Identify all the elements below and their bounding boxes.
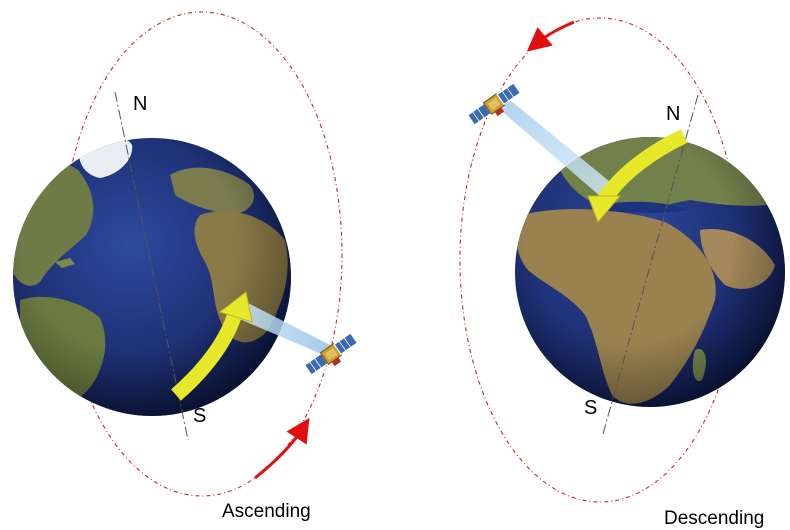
- descending-sensor-beam: [498, 100, 615, 196]
- ascending-satellite-icon: [303, 332, 359, 376]
- ascending-orbit-path: [61, 11, 343, 497]
- descending-earth: [515, 137, 785, 407]
- ascending-caption: Ascending: [222, 501, 311, 522]
- descending-direction-arrow: [526, 20, 575, 52]
- ascending-earth-axis: [114, 91, 189, 441]
- descending-panel: N S Descending: [459, 17, 785, 529]
- ascending-ground-track-arrow: [171, 291, 253, 401]
- descending-south-label: S: [584, 397, 597, 419]
- ascending-direction-arrow: [254, 417, 310, 480]
- ascending-panel: N S Ascending: [13, 11, 359, 522]
- ascending-earth: [13, 138, 291, 416]
- ascending-north-label: N: [133, 93, 147, 115]
- ascending-south-label: S: [193, 405, 206, 427]
- descending-caption: Descending: [664, 508, 764, 529]
- ascending-sensor-beam: [228, 298, 332, 356]
- descending-earth-axis: [602, 94, 699, 435]
- descending-satellite-icon: [466, 82, 522, 126]
- descending-north-label: N: [666, 103, 680, 125]
- descending-ground-track-arrow: [587, 129, 688, 223]
